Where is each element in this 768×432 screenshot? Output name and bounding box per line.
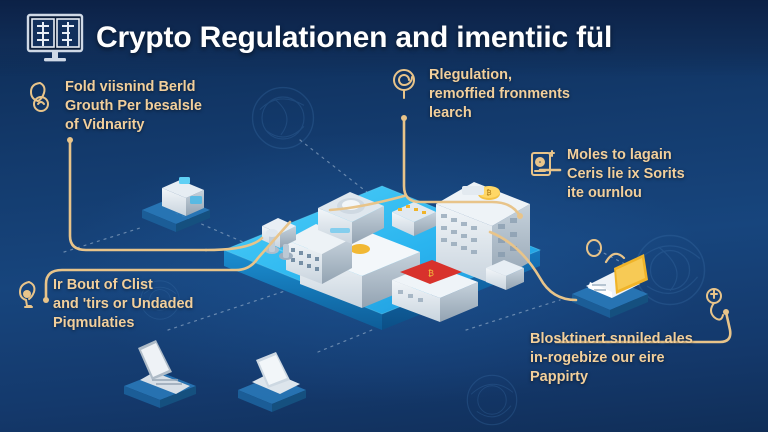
isometric-gold-coin-block: ₿ xyxy=(462,186,500,200)
callout-top-right[interactable]: Rlegulation, remoffied fronments learch xyxy=(390,66,570,123)
dual-panel-monitor-icon xyxy=(26,13,84,63)
isometric-antenna-cluster xyxy=(265,229,293,260)
callout-top-left-text: Fold viisnind Berld Grouth Per besalsle … xyxy=(65,79,202,134)
gold-bulb-outline-icon xyxy=(14,277,44,311)
callout-top-right-text: Rlegulation, remoffied fronments learch xyxy=(429,67,570,122)
isometric-wide-block xyxy=(300,228,420,308)
isometric-device-node xyxy=(238,352,306,412)
isometric-red-roof-block: ₿ xyxy=(392,260,478,322)
page-title: Crypto Regulationen and imentiic fül xyxy=(96,21,613,54)
isometric-satellite-dish-block xyxy=(318,192,384,244)
callout-top-left[interactable]: Fold viisnind Berld Grouth Per besalsle … xyxy=(26,78,202,135)
isometric-laptop-node xyxy=(124,340,196,408)
svg-text:₿: ₿ xyxy=(428,269,434,278)
isometric-window-grid-block xyxy=(286,224,352,284)
gold-safe-lock-icon xyxy=(528,147,558,181)
callout-middle-right-text: Moles to lagain Ceris lie ix Sorits ite … xyxy=(567,147,685,202)
cyan-isometric-slab xyxy=(222,185,542,330)
isometric-tall-tower: ₿ xyxy=(436,182,530,284)
gold-spiral-swirl-icon xyxy=(390,67,420,101)
callout-middle-right[interactable]: Moles to lagain Ceris lie ix Sorits ite … xyxy=(528,146,685,203)
gold-magnifier-outline-icon xyxy=(26,79,56,113)
callout-bottom-left[interactable]: Ir Bout of Clist and 'tirs or Undaded Pi… xyxy=(14,276,193,333)
isometric-small-blocks xyxy=(262,202,524,290)
svg-text:₿: ₿ xyxy=(486,189,491,197)
isometric-open-book-node xyxy=(572,239,648,318)
callout-bottom-right[interactable]: Blosktinert snniled ales in-rogebize our… xyxy=(530,330,760,387)
isometric-small-building-node xyxy=(142,177,210,232)
title-bar: Crypto Regulationen and imentiic fül xyxy=(0,0,768,76)
callout-bottom-left-text: Ir Bout of Clist and 'tirs or Undaded Pi… xyxy=(53,277,194,332)
callout-bottom-right-text: Blosktinert snniled ales in-rogebize our… xyxy=(530,331,693,386)
